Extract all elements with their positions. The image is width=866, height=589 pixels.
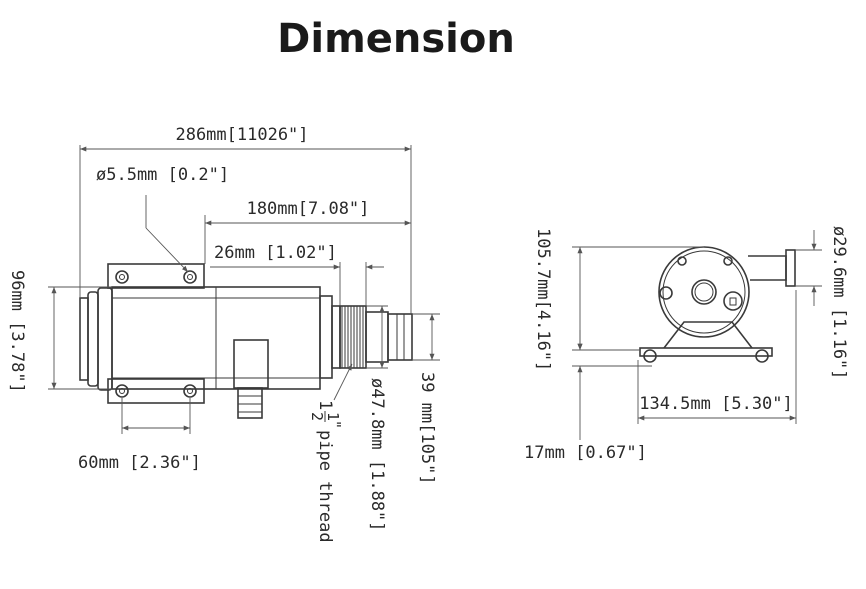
dim-port-diameter: ø29.6mm [1.16"]: [795, 226, 849, 380]
motor-end-cap: [79, 287, 113, 391]
label-body-height: 96mm [3.78"]: [7, 270, 27, 393]
svg-text:1: 1: [324, 412, 342, 421]
pump-housing: [658, 246, 750, 338]
svg-text:1: 1: [315, 400, 335, 410]
label-thread-spec: 1 1 2 " pipe thread: [308, 400, 344, 543]
dim-base-width: 134.5mm [5.30"]: [637, 290, 797, 424]
side-view: 286mm[11026"] ø5.5mm [0.2"] 180mm[7.08"]…: [7, 125, 440, 543]
svg-text:pipe thread: pipe thread: [315, 430, 335, 543]
label-outlet-diameter: 39 mm[105"]: [417, 372, 437, 485]
dim-thread-diameter: ø47.8mm [1.88"]: [366, 305, 388, 532]
page-title: Dimension: [277, 16, 515, 62]
mounting-bracket-bottom: [107, 378, 205, 404]
dim-motor-to-outlet: 180mm[7.08"]: [204, 199, 411, 264]
outlet-nozzle: [365, 311, 413, 363]
dim-thread-spec: 1 1 2 " pipe thread: [308, 363, 353, 543]
dim-base-height: 17mm [0.67"]: [524, 330, 652, 463]
threaded-section: [339, 305, 367, 369]
dim-mount-spacing: 60mm [2.36"]: [78, 398, 201, 473]
label-mount-spacing: 60mm [2.36"]: [78, 453, 201, 473]
label-base-height: 17mm [0.67"]: [524, 443, 647, 463]
dim-body-height: 96mm [3.78"]: [7, 270, 112, 393]
label-front-height: 105.7mm[4.16"]: [533, 228, 553, 371]
dim-front-height: 105.7mm[4.16"]: [533, 228, 704, 371]
label-thread-diameter: ø47.8mm [1.88"]: [367, 378, 387, 532]
dim-thread-length: 26mm [1.02"]: [210, 243, 384, 306]
dim-outlet-diameter: 39 mm[105"]: [412, 313, 440, 485]
pump-head: [319, 295, 341, 379]
front-view: 105.7mm[4.16"] ø29.6mm [1.16"] 134.5mm […: [524, 226, 849, 463]
side-outlet: [233, 339, 269, 419]
label-port-diameter: ø29.6mm [1.16"]: [829, 226, 849, 380]
base-plate: [639, 321, 773, 363]
svg-text:2: 2: [308, 412, 326, 421]
mounting-bracket-top: [107, 263, 205, 289]
label-thread-length: 26mm [1.02"]: [214, 243, 337, 263]
svg-text:": ": [326, 420, 344, 429]
label-mount-hole: ø5.5mm [0.2"]: [96, 165, 229, 185]
side-port: [748, 249, 796, 287]
dim-mount-hole: ø5.5mm [0.2"]: [96, 165, 229, 273]
label-motor-to-outlet: 180mm[7.08"]: [247, 199, 370, 219]
label-overall-length: 286mm[11026"]: [175, 125, 308, 145]
label-base-width: 134.5mm [5.30"]: [639, 394, 793, 414]
dim-overall-length: 286mm[11026"]: [79, 125, 412, 314]
